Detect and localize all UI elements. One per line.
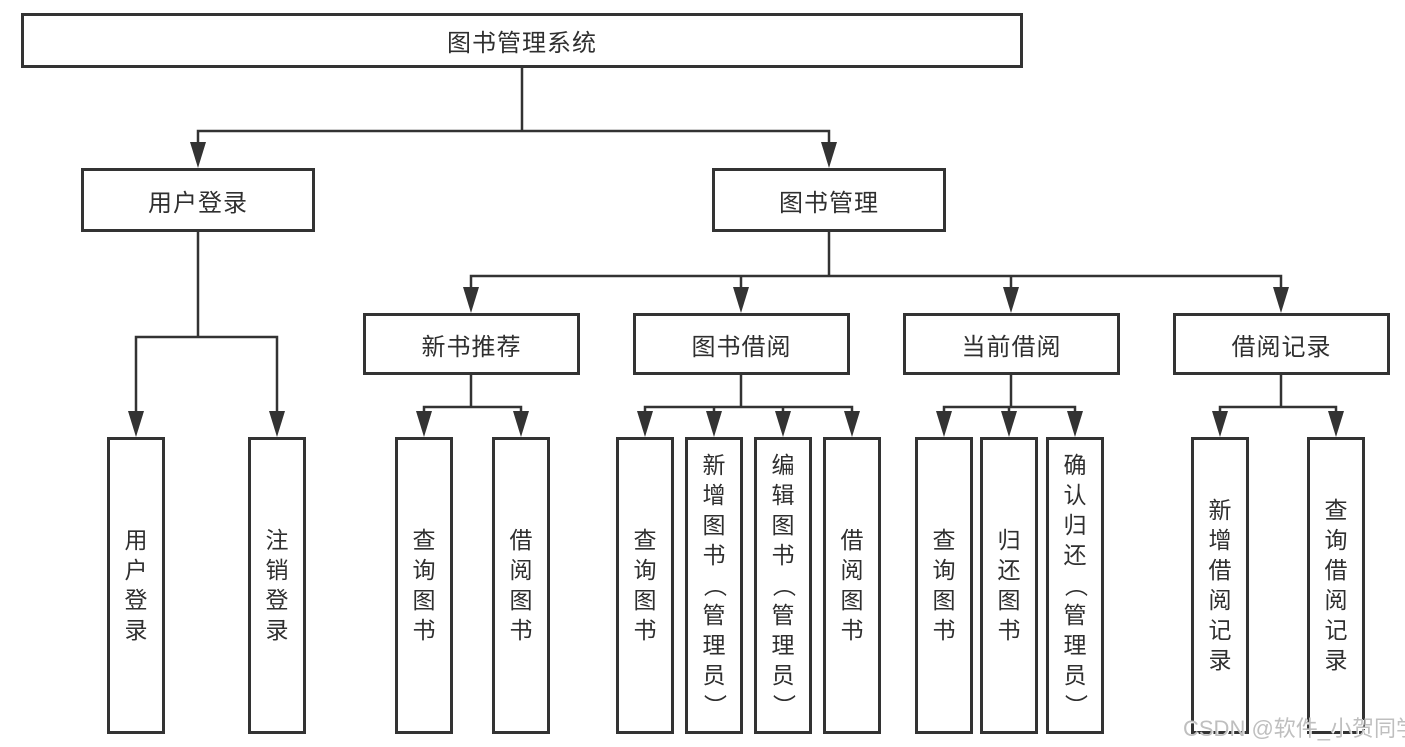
arrow-down-icon [706, 411, 722, 437]
leaf-logout: 注销登录 [248, 437, 306, 734]
leaf-query-books-1-label: 查询图书 [412, 527, 436, 643]
arrow-down-icon [190, 142, 206, 168]
arrow-down-icon [1273, 287, 1289, 313]
arrow-down-icon [1001, 411, 1017, 437]
leaf-return-books-label: 归还图书 [997, 527, 1021, 643]
leaf-user-login: 用户登录 [107, 437, 165, 734]
leaf-add-borrow-record-label: 新增借阅记录 [1208, 497, 1232, 673]
leaf-add-book-admin: 新增图书（管理员） [685, 437, 743, 734]
arrow-down-icon [463, 287, 479, 313]
arrow-down-icon [844, 411, 860, 437]
node-root: 图书管理系统 [21, 13, 1023, 68]
arrow-down-icon [821, 142, 837, 168]
arrow-down-icon [128, 411, 144, 437]
leaf-borrow-books-2-label: 借阅图书 [840, 527, 864, 643]
node-current-borrow-label: 当前借阅 [961, 333, 1062, 361]
node-root-label: 图书管理系统 [447, 30, 597, 57]
leaf-query-books-2: 查询图书 [616, 437, 674, 734]
node-book-management-label: 图书管理 [779, 189, 879, 217]
arrow-down-icon [637, 411, 653, 437]
node-user-login: 用户登录 [81, 168, 315, 232]
leaf-edit-book-admin: 编辑图书（管理员） [754, 437, 812, 734]
arrow-down-icon [1328, 411, 1344, 437]
leaf-logout-label: 注销登录 [265, 527, 289, 643]
leaf-return-books: 归还图书 [980, 437, 1038, 734]
leaf-query-books-3: 查询图书 [915, 437, 973, 734]
node-book-management: 图书管理 [712, 168, 946, 232]
node-borrow-records: 借阅记录 [1173, 313, 1390, 375]
leaf-query-borrow-record-label: 查询借阅记录 [1324, 497, 1348, 673]
node-user-login-label: 用户登录 [148, 189, 248, 217]
arrow-down-icon [775, 411, 791, 437]
csdn-watermark: CSDN @软件_小贺同学 [1183, 716, 1405, 741]
node-new-book-recommend: 新书推荐 [363, 313, 580, 375]
arrow-down-icon [269, 411, 285, 437]
leaf-user-login-label: 用户登录 [124, 527, 148, 643]
leaf-edit-book-admin-label: 编辑图书（管理员） [770, 452, 797, 718]
leaf-borrow-books-1-label: 借阅图书 [509, 527, 533, 643]
leaf-borrow-books-1: 借阅图书 [492, 437, 550, 734]
leaf-query-books-1: 查询图书 [395, 437, 453, 734]
arrow-down-icon [513, 411, 529, 437]
leaf-confirm-return-admin: 确认归还（管理员） [1046, 437, 1104, 734]
leaf-query-books-3-label: 查询图书 [932, 527, 956, 643]
leaf-confirm-return-admin-label: 确认归还（管理员） [1062, 452, 1089, 718]
leaf-query-books-2-label: 查询图书 [633, 527, 657, 643]
arrow-down-icon [1067, 411, 1083, 437]
arrow-down-icon [416, 411, 432, 437]
arrow-down-icon [733, 287, 749, 313]
node-book-borrow-label: 图书借阅 [691, 333, 792, 361]
arrow-down-icon [1212, 411, 1228, 437]
node-book-borrow: 图书借阅 [633, 313, 850, 375]
arrow-down-icon [936, 411, 952, 437]
arrow-down-icon [1003, 287, 1019, 313]
node-new-book-recommend-label: 新书推荐 [421, 333, 522, 361]
node-current-borrow: 当前借阅 [903, 313, 1120, 375]
node-borrow-records-label: 借阅记录 [1231, 333, 1332, 361]
leaf-add-borrow-record: 新增借阅记录 [1191, 437, 1249, 734]
leaf-query-borrow-record: 查询借阅记录 [1307, 437, 1365, 734]
leaf-borrow-books-2: 借阅图书 [823, 437, 881, 734]
leaf-add-book-admin-label: 新增图书（管理员） [701, 452, 728, 718]
